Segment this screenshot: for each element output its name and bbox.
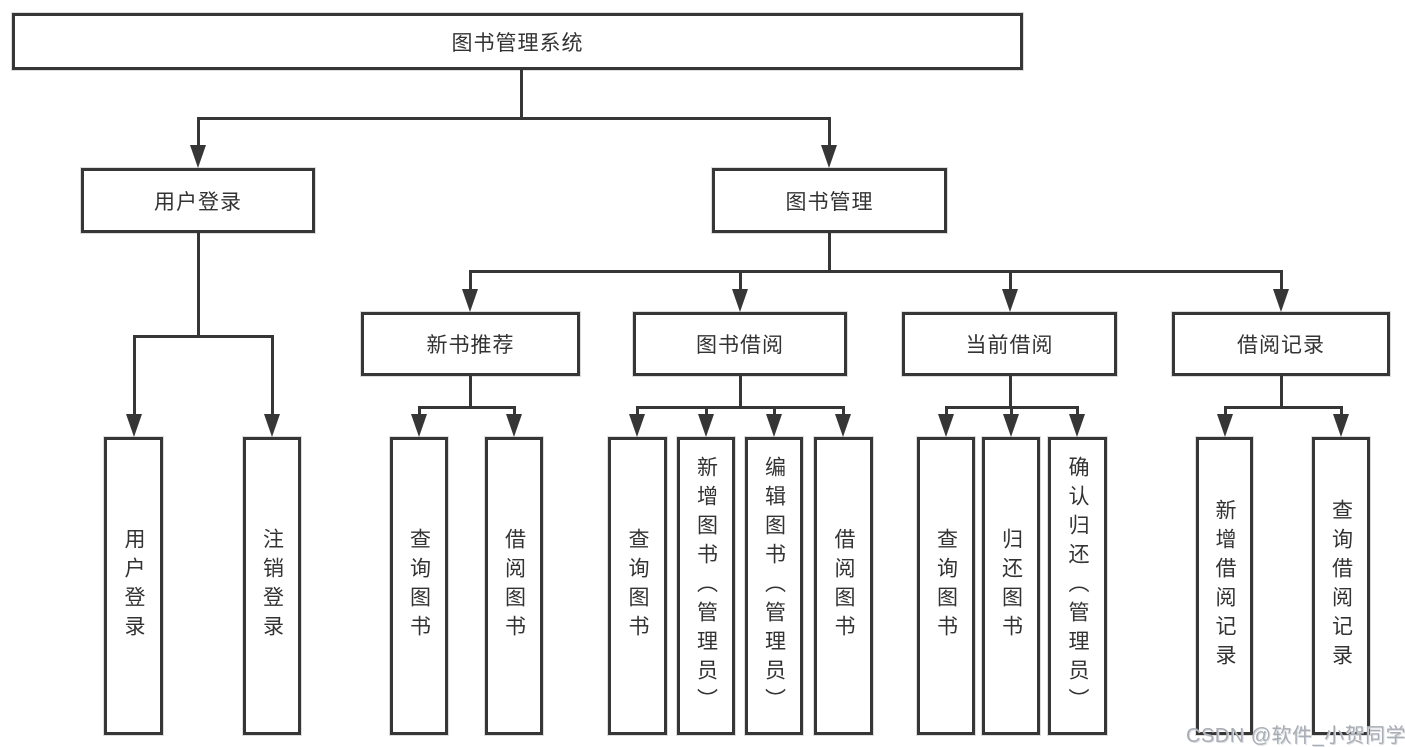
arrowhead-book-borrow — [732, 289, 748, 312]
connector-drop-nbr-query — [418, 406, 421, 418]
connector-drop-br-query — [1340, 406, 1343, 418]
arrowhead-bb-query — [629, 414, 645, 437]
arrowhead-leaf-user-login — [126, 414, 142, 437]
arrowhead-bb-add — [698, 414, 714, 437]
connector-drop-book-borrow — [739, 270, 742, 292]
arrowhead-new-book-rec — [462, 289, 478, 312]
arrowhead-book-mgmt — [821, 145, 837, 168]
connector-br-hline — [1224, 406, 1343, 409]
arrowhead-nbr-borrow — [506, 414, 522, 437]
leaf-label: 查询图书 — [626, 528, 650, 644]
csdn-watermark: CSDN @软件_小贺同学 — [1186, 725, 1405, 747]
connector-book-mgmt-hline — [469, 270, 1282, 273]
connector-drop-bb-add — [705, 406, 708, 418]
node-borrowing-records: 借阅记录 — [1172, 312, 1390, 376]
leaf-bb-add-book-admin: 新增图书（管理员） — [677, 437, 735, 735]
leaf-bb-query-books: 查询图书 — [608, 437, 667, 735]
connector-drop-br-add — [1224, 406, 1227, 418]
connector-drop-new-book-rec — [469, 270, 472, 292]
leaf-br-add-record: 新增借阅记录 — [1196, 437, 1253, 735]
connector-bb-hline — [636, 406, 845, 409]
connector-root-stem — [520, 69, 523, 119]
connector-drop-leaf-user-login — [133, 335, 136, 417]
connector-user-login-hline — [133, 335, 273, 338]
connector-drop-borrow-records — [1280, 270, 1283, 292]
arrowhead-nbr-query — [411, 414, 427, 437]
node-label: 用户登录 — [154, 190, 242, 214]
arrowhead-br-add — [1217, 414, 1233, 437]
arrowhead-cb-query — [938, 414, 954, 437]
leaf-label: 新增借阅记录 — [1213, 499, 1237, 673]
leaf-label: 确认归还（管理员） — [1066, 455, 1090, 717]
connector-drop-leaf-logout — [271, 335, 274, 417]
node-book-borrowing: 图书借阅 — [633, 312, 847, 376]
arrowhead-bb-edit — [766, 414, 782, 437]
connector-drop-cb-query — [945, 406, 948, 418]
connector-bb-stem — [739, 376, 742, 408]
leaf-label: 借阅图书 — [832, 528, 856, 644]
leaf-bb-borrow-books: 借阅图书 — [814, 437, 873, 735]
connector-drop-cb-confirm — [1076, 406, 1079, 418]
node-label: 图书管理 — [785, 190, 874, 214]
leaf-label: 借阅图书 — [502, 528, 526, 644]
node-new-book-recommend: 新书推荐 — [361, 312, 580, 376]
node-label: 新书推荐 — [426, 334, 515, 357]
node-current-borrowing: 当前借阅 — [902, 312, 1117, 376]
connector-br-stem — [1280, 376, 1283, 408]
connector-drop-current-borrow — [1009, 270, 1012, 292]
leaf-label: 注销登录 — [260, 528, 284, 644]
connector-nbr-hline — [418, 406, 516, 409]
connector-drop-book-mgmt — [828, 117, 831, 148]
leaf-cb-confirm-return-admin: 确认归还（管理员） — [1048, 437, 1107, 735]
leaf-nbr-borrow-books: 借阅图书 — [485, 437, 543, 735]
node-book-management: 图书管理 — [712, 168, 947, 233]
arrowhead-br-query — [1333, 414, 1349, 437]
connector-user-login-stem — [197, 232, 200, 337]
node-label: 借阅记录 — [1237, 334, 1325, 357]
leaf-label: 查询图书 — [407, 528, 431, 644]
arrowhead-cb-return — [1003, 414, 1019, 437]
node-label: 图书借阅 — [696, 334, 784, 357]
leaf-label: 新增图书（管理员） — [694, 455, 718, 717]
leaf-cb-query-books: 查询图书 — [917, 437, 975, 735]
leaf-label: 查询借阅记录 — [1329, 499, 1353, 673]
node-label: 当前借阅 — [965, 334, 1054, 357]
connector-drop-cb-return — [1010, 406, 1013, 418]
leaf-nbr-query-books: 查询图书 — [390, 437, 448, 735]
connector-drop-nbr-borrow — [513, 406, 516, 418]
leaf-label: 归还图书 — [999, 528, 1023, 644]
connector-drop-bb-borrow — [842, 406, 845, 418]
connector-drop-bb-query — [636, 406, 639, 418]
leaf-br-query-record: 查询借阅记录 — [1312, 437, 1370, 735]
arrowhead-cb-confirm — [1069, 414, 1085, 437]
leaf-label: 编辑图书（管理员） — [762, 455, 786, 717]
connector-cb-stem — [1009, 376, 1012, 408]
connector-nbr-stem — [469, 376, 472, 408]
leaf-label: 用户登录 — [122, 528, 146, 644]
node-label: 图书管理系统 — [451, 31, 584, 55]
leaf-user-login: 用户登录 — [104, 437, 163, 735]
node-user-login: 用户登录 — [81, 168, 315, 233]
connector-drop-bb-edit — [773, 406, 776, 418]
leaf-cb-return-books: 归还图书 — [982, 437, 1040, 735]
leaf-bb-edit-book-admin: 编辑图书（管理员） — [745, 437, 803, 735]
arrowhead-bb-borrow — [835, 414, 851, 437]
arrowhead-borrow-records — [1273, 289, 1289, 312]
connector-drop-user-login — [197, 117, 200, 148]
connector-root-hline — [197, 117, 830, 120]
leaf-logout: 注销登录 — [243, 437, 301, 735]
node-library-management-system: 图书管理系统 — [12, 13, 1023, 70]
arrowhead-user-login — [190, 145, 206, 168]
leaf-label: 查询图书 — [934, 528, 958, 644]
arrowhead-leaf-logout — [264, 414, 280, 437]
connector-book-mgmt-stem — [828, 233, 831, 272]
arrowhead-current-borrow — [1002, 289, 1018, 312]
